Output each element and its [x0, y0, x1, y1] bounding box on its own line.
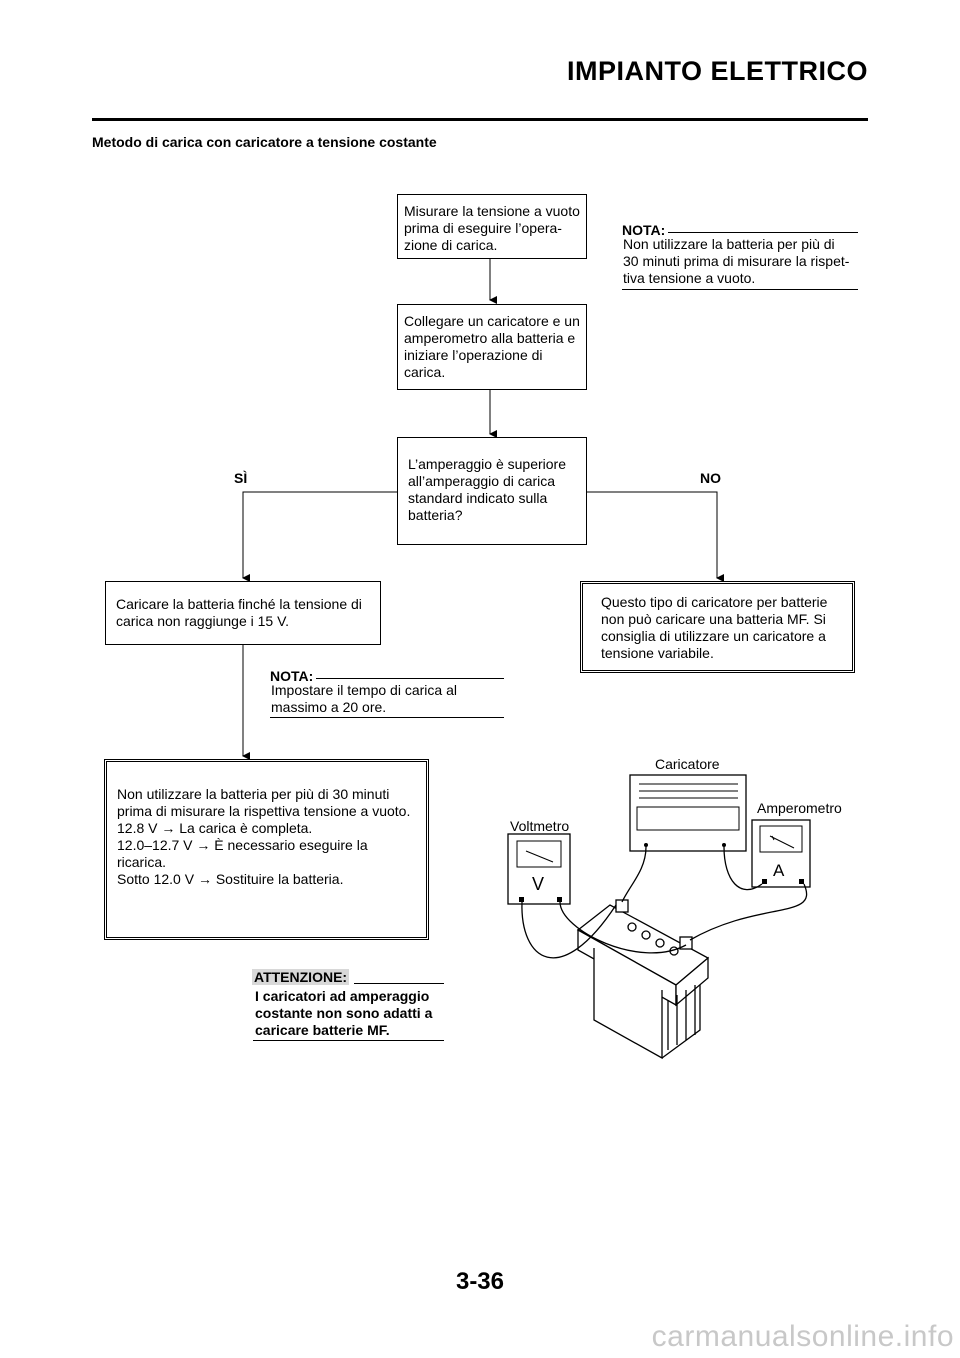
note1-label: NOTA:	[622, 222, 666, 238]
flow-step-measure-voltage: Misurare la tensione a vuoto prima di es…	[397, 194, 587, 259]
flow-final-check-voltage: Non utilizzare la batteria per più di 30…	[104, 759, 429, 940]
flow-step-connect-charger: Collegare un caricatore e un amperometro…	[397, 304, 587, 390]
warning-text: I caricatori ad amperaggio costante non …	[255, 988, 433, 1038]
branch-label-no: NO	[700, 470, 721, 486]
warning-bottom-rule	[253, 1040, 444, 1041]
note1-top-rule	[668, 232, 858, 233]
flow-no-charger-unsuitable: Questo tipo di caricatore per batterie n…	[580, 581, 855, 673]
note2-text: Impostare il tempo di carica al massimo …	[271, 682, 457, 715]
battery	[576, 899, 710, 1060]
voltmeter-unit: V	[507, 833, 571, 905]
ammeter-unit: A	[751, 819, 811, 888]
branch-label-yes: SÌ	[234, 470, 248, 486]
connector-yes-branch	[242, 491, 397, 582]
note2-label: NOTA:	[270, 668, 314, 684]
note1-bottom-rule	[622, 289, 858, 290]
connector-no-branch	[587, 491, 724, 582]
charger-unit	[629, 774, 747, 852]
flow-question-amperage: L’amperaggio è superiore all’amperaggio …	[397, 437, 587, 545]
ammeter-label: Amperometro	[757, 800, 842, 816]
flow-yes-charge-to-15v: Caricare la batteria finché la tensione …	[105, 581, 381, 645]
header-rule	[92, 118, 868, 121]
test-leads	[521, 846, 808, 959]
warning-top-rule	[354, 983, 444, 984]
page-number: 3-36	[455, 1268, 505, 1295]
ammeter-symbol: A	[773, 861, 785, 880]
voltmeter-symbol: V	[532, 874, 544, 894]
page-header-title: IMPIANTO ELETTRICO	[566, 56, 868, 86]
voltmeter-label: Voltmetro	[510, 818, 570, 834]
note2-top-rule	[316, 678, 504, 679]
note2-bottom-rule	[270, 717, 504, 718]
note1-text: Non utilizzare la batteria per più di 30…	[623, 236, 850, 286]
section-subtitle: Metodo di carica con caricatore a tensio…	[92, 134, 437, 150]
watermark: carmanualsonline.info	[651, 1320, 954, 1353]
warning-label: ATTENZIONE:	[252, 969, 350, 985]
charger-label: Caricatore	[655, 756, 720, 772]
